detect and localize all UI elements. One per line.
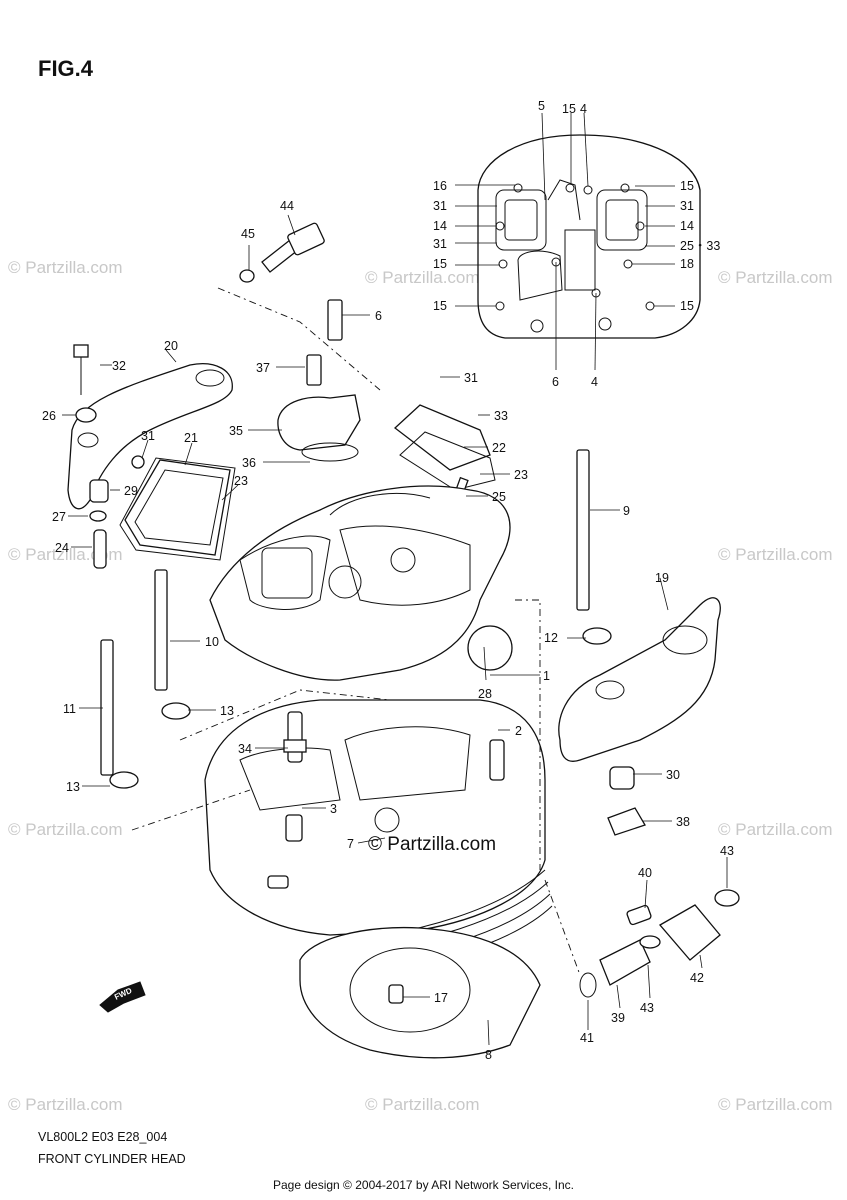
callout: 26 [42,409,56,423]
watermark: © Partzilla.com [8,258,123,277]
callout: 15 [680,299,694,313]
callout: 25 [492,490,506,504]
cylinder-head [209,485,513,681]
callout: 31 [464,371,478,385]
callout: 30 [666,768,680,782]
callout: 18 [680,257,694,271]
assembly-lines [131,287,581,976]
callout: 34 [238,742,252,756]
callout: 43 [640,1001,654,1015]
callout: 15 [433,257,447,271]
callout: 14 [433,219,447,233]
callout: 23 [234,474,248,488]
callout: 7 [347,837,354,851]
callout: 21 [184,431,198,445]
callout: 4 [580,102,587,116]
callout: 32 [112,359,126,373]
callout: 39 [611,1011,625,1025]
water-outlet [277,299,361,462]
callout: 6 [375,309,382,323]
callout: 3 [330,802,337,816]
callout: 24 [55,541,69,555]
temperature-sensor [239,222,325,283]
callout: 29 [124,484,138,498]
callouts: 5 15 4 16 15 31 31 14 14 31 25・33 15 18 … [42,99,734,1062]
callout: 11 [63,702,76,716]
callout: 14 [680,219,694,233]
callout: 13 [220,704,234,718]
valve-cover-21 [119,457,236,561]
leader-lines [62,112,728,1046]
callout: 31 [433,237,447,251]
callout: 31 [433,199,447,213]
callout: 41 [580,1031,594,1045]
cylinder-head-underside-view [477,134,701,339]
callout: 10 [205,635,219,649]
callout: 31 [141,429,155,443]
callout: 2 [515,724,522,738]
fwd-arrow: FWD [99,981,146,1013]
watermark: © Partzilla.com [8,820,123,839]
callout: 36 [242,456,256,470]
callout: 6 [552,375,559,389]
callout: 19 [655,571,669,585]
watermark: © Partzilla.com [365,268,480,287]
callout: 15 [433,299,447,313]
callout: 22 [492,441,506,455]
page-footer: Page design © 2004-2017 by ARI Network S… [272,1178,574,1192]
callout: 31 [680,199,694,213]
intake-pipe-parts [579,889,740,998]
callout: 28 [478,687,492,701]
diagram-code: VL800L2 E03 E28_004 [38,1130,168,1144]
callout: 12 [544,631,558,645]
bolts [100,449,590,789]
callout: 33 [494,409,508,423]
callout: 15 [562,102,576,116]
spark-plug [283,711,307,842]
callout: 13 [66,780,80,794]
watermark: © Partzilla.com [8,1095,123,1114]
callout: 44 [280,199,294,213]
callout: 35 [229,424,243,438]
callout: 42 [690,971,704,985]
callout: 17 [434,991,448,1005]
callout: 25・33 [680,239,720,253]
watermark: © Partzilla.com [718,545,833,564]
callout: 4 [591,375,598,389]
figure-title: FIG.4 [38,56,94,81]
callout: 20 [164,339,178,353]
cylinder-gasket [299,926,541,1059]
callout: 16 [433,179,447,193]
callout: 5 [538,99,545,113]
side-cover-right [558,597,721,836]
callout: 38 [676,815,690,829]
watermark: © Partzilla.com [718,1095,833,1114]
center-watermark: © Partzilla.com [368,834,496,855]
watermark: © Partzilla.com [718,820,833,839]
left-small-parts [75,407,145,569]
callout: 8 [485,1048,492,1062]
callout: 27 [52,510,66,524]
callout: 37 [256,361,270,375]
callout: 1 [543,669,550,683]
callout: 40 [638,866,652,880]
watermark: © Partzilla.com [365,1095,480,1114]
callout: 15 [680,179,694,193]
callout: 45 [241,227,255,241]
diagram-name: FRONT CYLINDER HEAD [38,1152,186,1166]
callout: 9 [623,504,630,518]
watermark: © Partzilla.com [718,268,833,287]
callout: 43 [720,844,734,858]
callout: 23 [514,468,528,482]
